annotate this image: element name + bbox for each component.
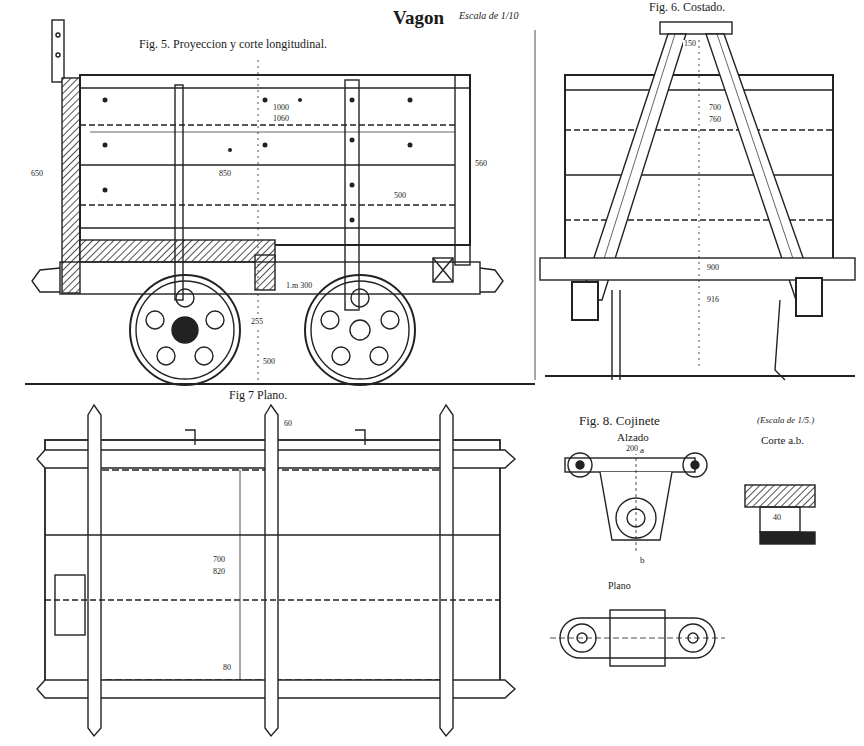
dimension-value: 900 (706, 264, 720, 273)
dimension-value: 255 (250, 318, 264, 327)
figure-caption: Fig. 6. Costado. (648, 1, 726, 14)
dimension-value: 200 (625, 445, 639, 454)
line-work (25, 20, 855, 736)
dimension-value: 820 (212, 568, 226, 577)
dimension-value: 700 (708, 104, 722, 113)
dimension-value: 850 (218, 170, 232, 179)
figure-caption: Alzado (616, 431, 650, 443)
figure-caption: a (639, 446, 645, 456)
dimension-value: 700 (212, 556, 226, 565)
dimension-value: 1.m 300 (285, 282, 313, 291)
figure-caption: Escala de 1/10 (458, 10, 519, 21)
figure-caption: Fig. 8. Cojinete (578, 414, 661, 428)
dimension-value: 150 (683, 40, 697, 49)
dimension-value: 760 (708, 116, 722, 125)
dimension-value: 1000 (272, 104, 290, 113)
drawing-title: Vagon (392, 8, 445, 29)
figure-caption: Plano (607, 580, 632, 591)
figure-caption: Corte a.b. (760, 434, 805, 446)
dimension-value: 1060 (272, 115, 290, 124)
figure-caption: b (639, 556, 646, 566)
dimension-value: 80 (222, 664, 232, 673)
dimension-value: 500 (262, 358, 276, 367)
dimension-value: 560 (474, 160, 488, 169)
figure-caption: (Escala de 1/5.) (756, 416, 815, 426)
dimension-value: 650 (30, 170, 44, 179)
dimension-value: 916 (706, 296, 720, 305)
figure-caption: Fig 7 Plano. (228, 389, 288, 402)
dimension-value: 40 (772, 514, 782, 523)
dimension-value: 60 (283, 420, 293, 429)
figure-caption: Fig. 5. Proyeccion y corte longitudinal. (138, 38, 328, 51)
dimension-value: 500 (393, 192, 407, 201)
